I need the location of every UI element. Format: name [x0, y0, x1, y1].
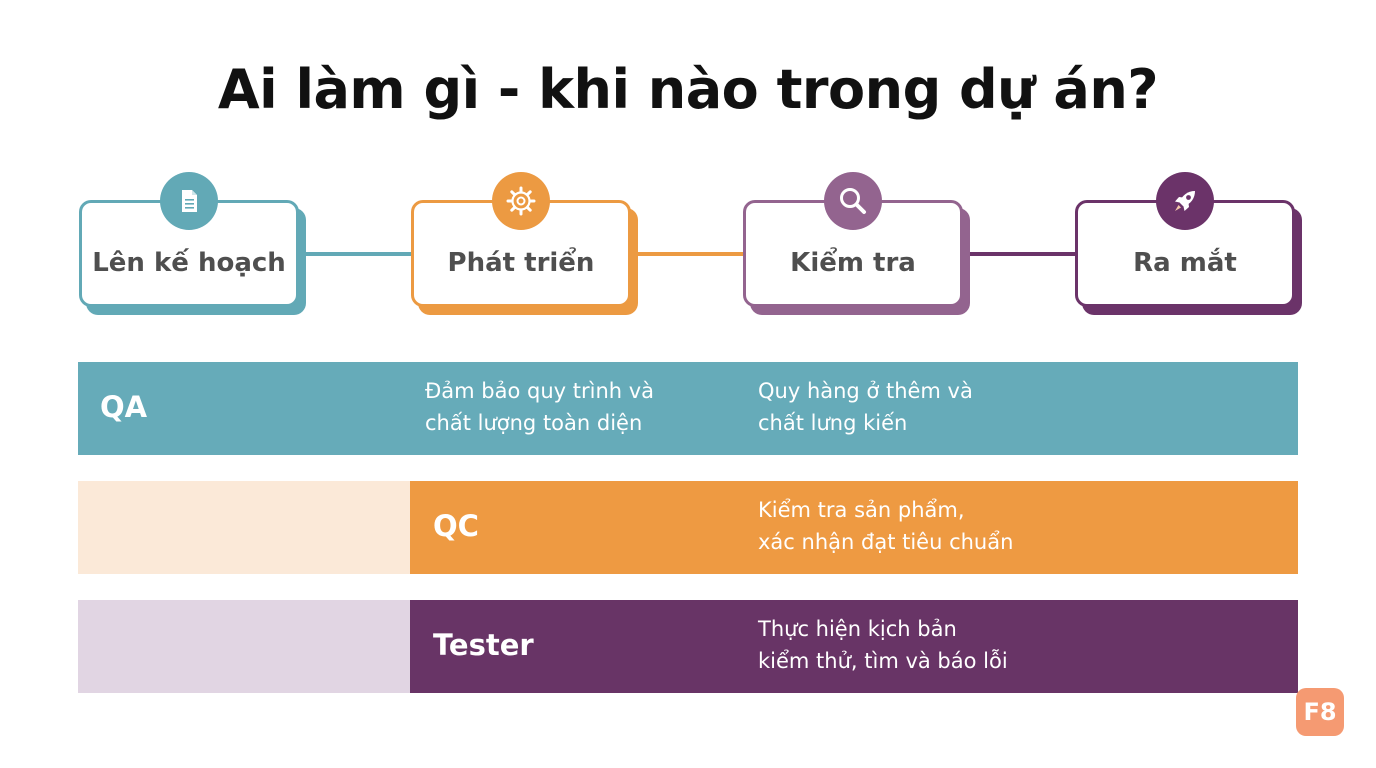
stage-label: Lên kế hoạch [92, 247, 286, 278]
document-icon [160, 172, 218, 230]
role-description: Thực hiện kịch bản kiểm thử, tìm và báo … [758, 617, 1008, 673]
stage-planning: Lên kế hoạch [79, 172, 306, 315]
magnifier-icon [824, 172, 882, 230]
role-band-qc: QC Kiểm tra sản phẩm, xác nhận đạt tiêu … [78, 481, 1298, 574]
stage-launch: Ra mắt [1075, 172, 1302, 315]
role-name: QC [433, 509, 479, 543]
stage-development: Phát triển [411, 172, 638, 315]
stage-label: Kiểm tra [790, 247, 916, 278]
role-name: Tester [433, 628, 534, 662]
role-band-qa: QA Đảm bảo quy trình và chất lượng toàn … [78, 362, 1298, 455]
role-description: Kiểm tra sản phẩm, xác nhận đạt tiêu chu… [758, 498, 1014, 554]
brand-logo: F8 [1296, 688, 1344, 736]
stage-testing: Kiểm tra [743, 172, 970, 315]
stage-label: Ra mắt [1133, 247, 1237, 278]
rocket-icon [1156, 172, 1214, 230]
page-title: Ai làm gì - khi nào trong dự án? [217, 58, 1159, 121]
role-name: QA [100, 390, 148, 424]
connector-plan-dev [300, 252, 414, 256]
connector-dev-test [632, 252, 746, 256]
connector-test-launch [964, 252, 1078, 256]
stage-label: Phát triển [447, 247, 595, 278]
gear-icon [492, 172, 550, 230]
role-band-tester: Tester Thực hiện kịch bản kiểm thử, tìm … [78, 600, 1298, 693]
role-description: Đảm bảo quy trình và chất lượng toàn diệ… [425, 379, 655, 435]
role-description: Quy hàng ở thêm và chất lưng kiến [758, 379, 973, 435]
